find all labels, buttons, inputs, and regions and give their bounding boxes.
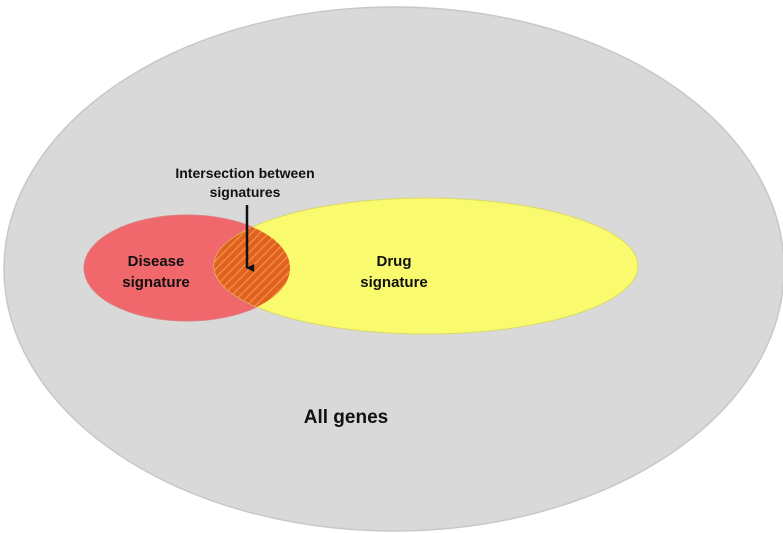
drug-label-line1: Drug <box>377 253 412 270</box>
intersection-label-line1: Intersection between <box>175 165 314 181</box>
intersection-label-line2: signatures <box>210 184 281 200</box>
all-genes-label: All genes <box>304 407 388 428</box>
disease-label-line1: Disease <box>128 253 185 270</box>
disease-label-line2: signature <box>122 274 190 291</box>
drug-label-line2: signature <box>360 274 428 291</box>
